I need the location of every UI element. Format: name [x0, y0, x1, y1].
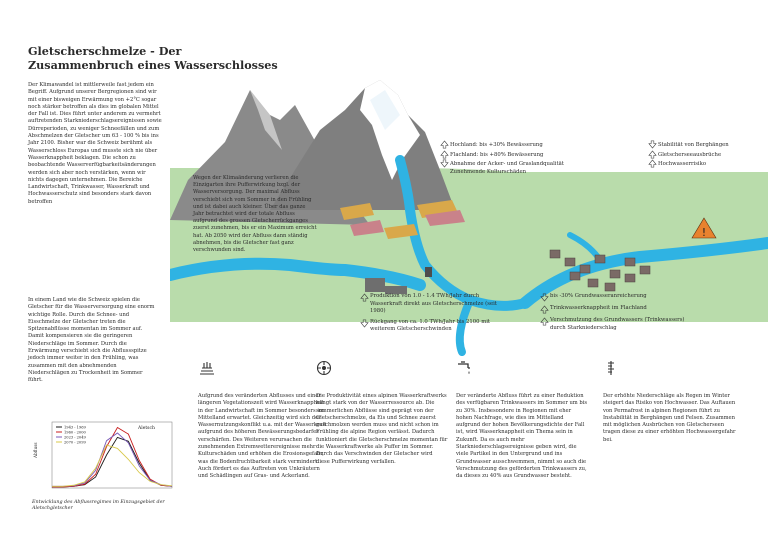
chart-frame	[51, 421, 173, 489]
down-arrow-icon	[360, 319, 369, 328]
intro-paragraph: Der Klimawandel ist mittlerweile fast je…	[28, 82, 162, 205]
hydro-plant	[365, 267, 432, 294]
up-arrow-icon	[540, 305, 549, 314]
agri-note: Flachland: bis +80% Bewässerung	[440, 150, 564, 160]
series-line	[52, 436, 173, 488]
river-upper	[395, 155, 530, 311]
series-line	[52, 444, 173, 487]
hydro-notes: Produktion von 1.0 - 1.4 TWh/Jahr durch …	[360, 293, 510, 334]
agri-note: Hochland: bis +30% Bewässerung	[440, 140, 564, 150]
map-note: Wegen der Klimaänderung verlieren die Ei…	[193, 175, 317, 254]
page-title: Gletscherschmelze - Der Zusammenbruch ei…	[28, 44, 278, 72]
up-arrow-icon	[440, 140, 449, 149]
river-branch	[455, 296, 474, 356]
flood-note: Stabilität von Berghängen	[648, 140, 729, 150]
agriculture-icon	[200, 362, 214, 375]
legend-label: 1960 - 2000	[64, 431, 87, 435]
svg-text:!: !	[702, 226, 706, 239]
down-arrow-icon	[540, 293, 549, 302]
flood-gauge-icon	[608, 361, 614, 375]
landscape-illustration: !	[170, 80, 768, 356]
hydropower-paragraph: Die Produktivität eines alpinen Wasserkr…	[316, 393, 448, 465]
chart-series	[52, 426, 173, 488]
agri-note: Zunehmende Kulturschäden	[450, 168, 527, 175]
drinking-water-paragraph: Der veränderte Abfluss führt zu einer Re…	[456, 393, 588, 480]
water-note: bis -30% Grundwasseranreicherung	[540, 293, 690, 302]
up-arrow-icon	[648, 159, 657, 168]
river-main	[519, 237, 768, 309]
water-note: Trinkwasserknappheit im Flachland	[540, 305, 690, 314]
legend-label: 1943 - 1969	[64, 426, 87, 430]
chart-title: Aletsch	[137, 425, 155, 431]
flood-note: Gletscherseeausbrüche	[648, 150, 729, 160]
warning-icon: !	[691, 217, 717, 239]
up-arrow-icon	[540, 317, 549, 326]
up-arrow-icon	[648, 150, 657, 158]
hydro-note: Produktion von 1.0 - 1.4 TWh/Jahr durch …	[360, 293, 510, 316]
chart-caption: Entwicklung des Abflussregimes im Einzug…	[32, 500, 165, 512]
up-arrow-icon	[360, 293, 369, 302]
up-arrow-icon	[440, 150, 449, 158]
flood-note: Hochwasserrisiko	[648, 159, 729, 169]
legend-label: 2023 - 2049	[64, 436, 87, 440]
agri-notes: Hochland: bis +30% Bewässerung Flachland…	[440, 140, 564, 176]
river-left	[170, 257, 426, 291]
hydropower-icon	[316, 360, 332, 376]
water-note: Verschmutzung des Grundwassers (Trinkwas…	[540, 317, 690, 332]
faucet-icon	[458, 361, 470, 374]
water-notes: bis -30% Grundwasseranreicherung Trinkwa…	[540, 293, 690, 332]
fields	[340, 200, 465, 239]
agri-note: Abnahme der Acker- und Graslandqualität	[440, 159, 564, 169]
down-arrow-icon	[440, 159, 449, 168]
flood-paragraph: Der erhöhte Niederschläge als Regen im W…	[603, 393, 736, 443]
glacier-paragraph: In einem Land wie die Schweiz spielen di…	[28, 297, 155, 384]
flood-notes: Stabilität von Berghängen Gletscherseeau…	[648, 140, 729, 169]
chart-ylabel: Abfluss	[33, 443, 38, 460]
series-line	[52, 432, 173, 487]
agriculture-paragraph: Aufgrund des veränderten Abflusses und e…	[198, 393, 327, 480]
legend-label: 2070 - 2099	[64, 441, 87, 445]
hydro-note: Rückgang von ca. 1.0 TWh/Jahr bis 2100 m…	[360, 319, 510, 334]
down-arrow-icon	[648, 140, 657, 149]
town-houses	[549, 249, 651, 292]
